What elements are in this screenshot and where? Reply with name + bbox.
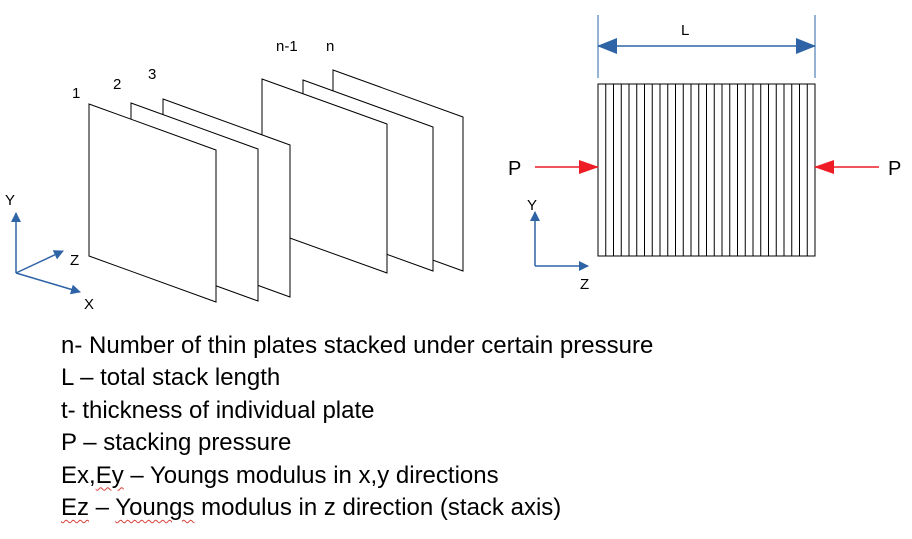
plate-label-n-minus-1: n-1 — [276, 38, 298, 55]
definitions-list: n- Number of thin plates stacked under c… — [61, 330, 653, 524]
axes-stack-view — [11, 212, 81, 295]
z-axis-label: Z — [70, 252, 79, 269]
definition-ex-ey-part1: Ex, — [61, 461, 96, 489]
plate-1 — [88, 103, 217, 303]
plate-label-1: 1 — [72, 85, 80, 102]
z-axis-arrow — [15, 250, 64, 274]
stack-figure: 1 2 3 n-1 n Y Z X L P P Y Z — [5, 15, 901, 313]
definition-ez-rest: modulus in z direction (stack axis) — [194, 494, 562, 522]
length-label: L — [681, 22, 689, 39]
definition-P-text: P – stacking pressure — [61, 429, 292, 457]
definition-n-text: n- Number of thin plates stacked under c… — [61, 332, 654, 359]
definition-ey-term: Ey — [95, 461, 124, 489]
definition-ez-dash: – — [89, 494, 116, 522]
definition-n: n- Number of thin plates stacked under c… — [61, 330, 653, 362]
y-axis-label: Y — [5, 192, 15, 209]
x-axis-label: X — [84, 296, 94, 313]
pressure-label-right: P — [888, 158, 901, 180]
definition-ez: Ez – Youngs modulus in z direction (stac… — [61, 492, 653, 524]
definition-L: L – total stack length — [61, 362, 653, 394]
plate-label-n: n — [326, 38, 334, 55]
definition-ex-ey-part2: – Youngs modulus in x,y directions — [123, 461, 499, 489]
z-axis-label-side: Z — [580, 276, 589, 293]
definition-P: P – stacking pressure — [61, 427, 653, 459]
y-axis-label-side: Y — [527, 197, 537, 214]
plate-label-3: 3 — [148, 66, 156, 83]
definition-ez-term: Ez — [61, 494, 90, 522]
definition-ex-ey: Ex,Ey – Youngs modulus in x,y directions — [61, 460, 653, 492]
x-axis-arrow — [15, 272, 81, 295]
definition-youngs-term: Youngs — [115, 494, 195, 522]
definition-t: t- thickness of individual plate — [61, 395, 653, 427]
plate-stack — [88, 69, 464, 303]
plate-label-2: 2 — [113, 76, 121, 93]
definition-t-text: t- thickness of individual plate — [61, 396, 375, 424]
definition-L-text: L – total stack length — [61, 364, 281, 392]
plate-lines — [605, 84, 808, 256]
axes-side-view — [530, 211, 589, 271]
pressure-label-left: P — [508, 158, 521, 180]
